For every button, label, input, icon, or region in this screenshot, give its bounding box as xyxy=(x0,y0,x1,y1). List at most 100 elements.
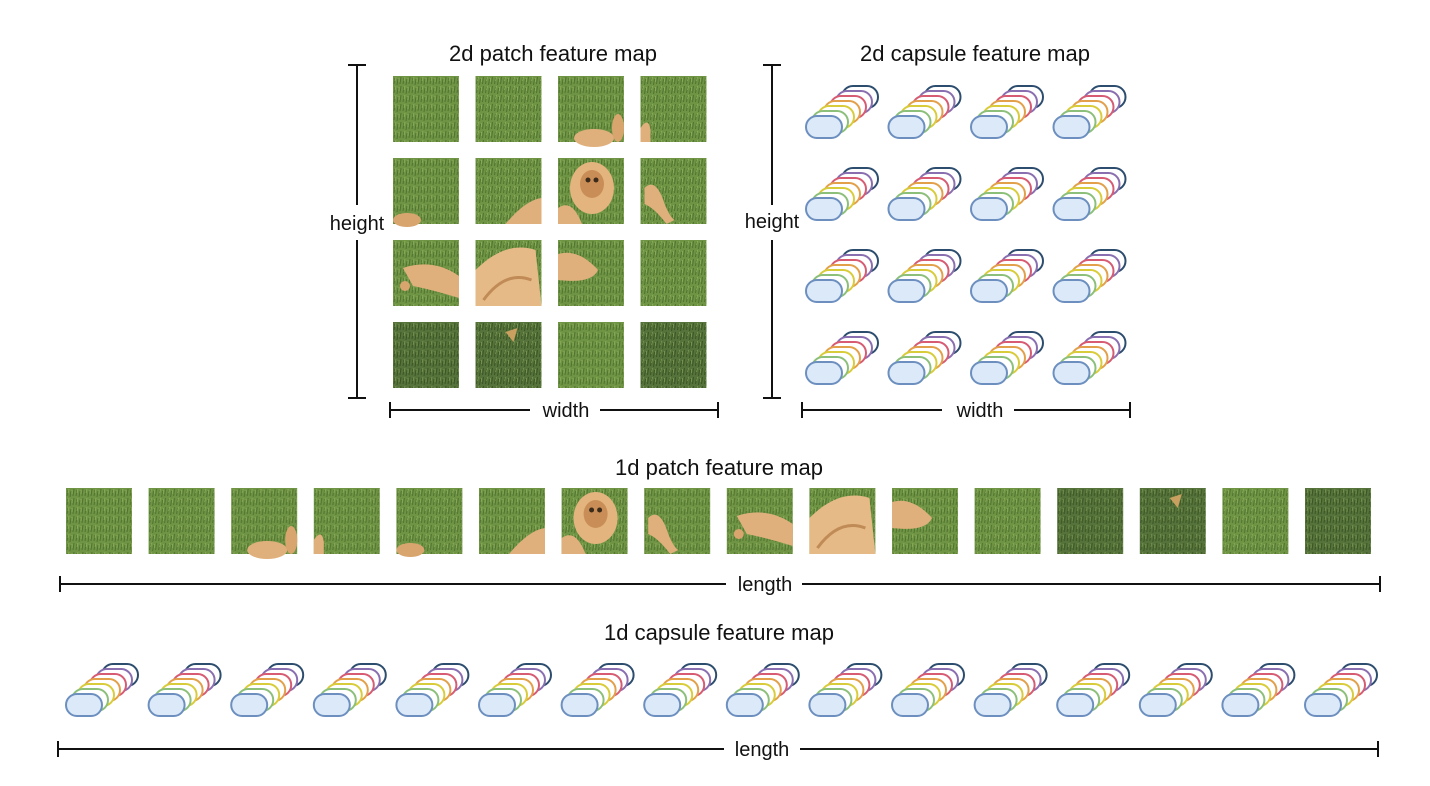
grid-patch xyxy=(474,238,543,308)
grid-patch xyxy=(393,76,459,142)
grid-patch xyxy=(475,76,542,142)
sequence-capsule xyxy=(973,663,1048,717)
width-bracket-capsule xyxy=(801,402,1131,418)
capsule-layer xyxy=(970,361,1008,385)
grid-capsule xyxy=(970,331,1044,385)
sequence-capsule xyxy=(147,663,222,717)
grid-patch xyxy=(640,158,707,224)
capsule-layer xyxy=(973,693,1012,717)
sequence-capsule xyxy=(643,663,718,717)
sequence-patch xyxy=(231,488,298,559)
height-bracket-patch xyxy=(348,64,366,399)
sequence-capsule xyxy=(478,663,552,717)
width-label-patch: width xyxy=(542,400,590,422)
sequence-patch xyxy=(974,488,1041,554)
capsule-layer xyxy=(643,693,682,717)
grid-patch xyxy=(558,158,624,224)
sequence-capsule xyxy=(230,663,305,717)
patch-grid-2d xyxy=(393,76,707,388)
title-1d-capsule: 1d capsule feature map xyxy=(604,620,834,645)
sequence-patch xyxy=(1139,488,1206,554)
capsule-layer xyxy=(1056,693,1095,717)
capsule-layer xyxy=(725,693,764,717)
grid-patch xyxy=(640,322,707,388)
sequence-patch xyxy=(807,486,877,556)
grid-patch xyxy=(558,322,624,388)
sequence-patch xyxy=(148,488,215,554)
height-label-capsule: height xyxy=(745,211,800,233)
title-2d-capsule: 2d capsule feature map xyxy=(860,41,1090,66)
capsule-layer xyxy=(1052,361,1091,385)
capsule-layer xyxy=(808,693,847,717)
grid-capsule xyxy=(805,167,879,221)
sequence-patch xyxy=(726,488,793,554)
sequence-capsule xyxy=(891,663,965,717)
sequence-capsule xyxy=(395,663,470,717)
grid-capsule xyxy=(887,249,962,303)
capsule-row-1d xyxy=(65,663,1378,717)
sequence-patch xyxy=(479,488,545,554)
capsule-layer xyxy=(887,279,926,303)
grid-capsule xyxy=(805,331,879,385)
grid-capsule xyxy=(805,249,879,303)
capsule-layer xyxy=(395,693,434,717)
grid-capsule xyxy=(805,85,879,139)
grid-capsule xyxy=(887,167,962,221)
capsule-layer xyxy=(1138,693,1177,717)
capsule-layer xyxy=(1221,693,1260,717)
capsule-layer xyxy=(1052,115,1091,139)
sequence-patch xyxy=(1057,488,1124,554)
title-1d-patch: 1d patch feature map xyxy=(615,455,823,480)
capsule-layer xyxy=(887,197,926,221)
capsule-layer xyxy=(560,693,599,717)
grid-capsule xyxy=(1052,85,1127,139)
capsule-layer xyxy=(970,279,1008,303)
grid-capsule xyxy=(1052,167,1127,221)
sequence-patch xyxy=(892,488,958,554)
sequence-capsule xyxy=(560,663,635,717)
sequence-patch xyxy=(1222,488,1289,554)
grid-patch xyxy=(640,76,707,142)
sequence-capsule xyxy=(1056,663,1131,717)
sequence-patch xyxy=(644,488,711,554)
capsule-layer xyxy=(805,197,843,221)
grid-patch xyxy=(393,322,459,388)
width-label-capsule: width xyxy=(956,400,1004,422)
length-label-capsule: length xyxy=(735,739,790,761)
grid-capsule xyxy=(970,85,1044,139)
capsule-layer xyxy=(805,115,843,139)
capsule-layer xyxy=(1052,197,1091,221)
grid-patch xyxy=(475,322,542,388)
sequence-patch xyxy=(561,488,628,554)
length-ruler-capsule xyxy=(57,741,1379,757)
grid-capsule xyxy=(970,249,1044,303)
grid-capsule xyxy=(970,167,1044,221)
patch-row-1d xyxy=(66,486,1371,559)
sequence-capsule xyxy=(1221,663,1296,717)
sequence-patch xyxy=(396,488,463,557)
capsule-layer xyxy=(805,361,843,385)
grid-patch xyxy=(393,158,459,227)
grid-capsule xyxy=(1052,249,1127,303)
capsule-layer xyxy=(970,115,1008,139)
capsule-layer xyxy=(478,693,516,717)
capsule-layer xyxy=(147,693,186,717)
sequence-capsule xyxy=(1138,663,1213,717)
capsule-layer xyxy=(65,693,103,717)
length-label-patch: length xyxy=(738,574,793,596)
height-label-patch: height xyxy=(330,213,385,235)
grid-patch xyxy=(558,240,624,306)
capsule-layer xyxy=(1052,279,1091,303)
capsule-layer xyxy=(230,693,269,717)
sequence-capsule xyxy=(312,663,387,717)
capsule-grid-2d xyxy=(805,85,1127,385)
title-2d-patch: 2d patch feature map xyxy=(449,41,657,66)
grid-patch xyxy=(475,158,542,224)
sequence-capsule xyxy=(725,663,800,717)
width-bracket-patch xyxy=(389,402,719,418)
capsule-layer xyxy=(887,361,926,385)
sequence-capsule xyxy=(808,663,883,717)
grid-patch xyxy=(393,240,459,306)
capsule-layer xyxy=(970,197,1008,221)
